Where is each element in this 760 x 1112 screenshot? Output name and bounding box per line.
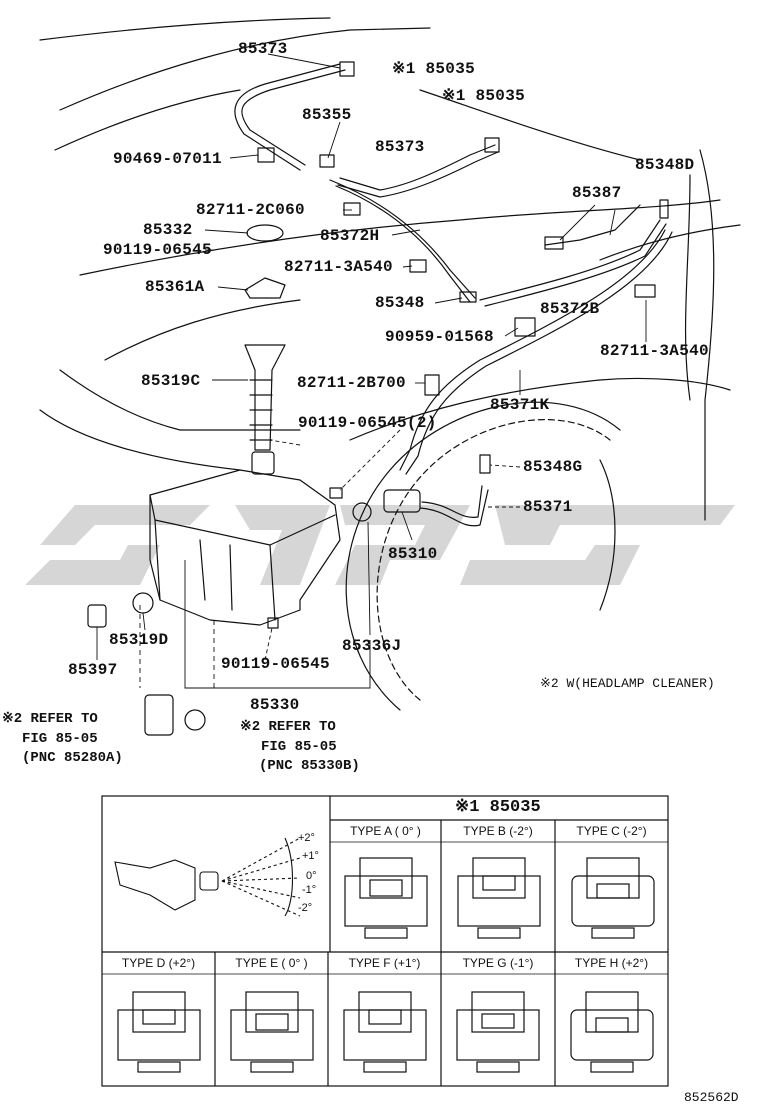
type-e-label: TYPE E ( 0° ) (235, 956, 308, 970)
angle-plus2: +2° (298, 832, 315, 844)
hood-outline (39, 17, 331, 41)
callout-85371K: 85371K (490, 396, 550, 414)
callout-82711-3A540-b: 82711-3A540 (600, 342, 709, 360)
callout-85310: 85310 (388, 545, 438, 563)
callout-85348D: 85348D (635, 156, 695, 174)
type-c-label: TYPE C (-2°) (576, 824, 647, 838)
callout-85361A: 85361A (145, 278, 205, 296)
hose-85372H (329, 179, 476, 299)
callout-82711-3A540-a: 82711-3A540 (284, 258, 393, 276)
watermark-logo (25, 505, 735, 585)
callout-85355: 85355 (302, 106, 352, 124)
callout-90119-06545-2: 90119-06545(2) (298, 414, 437, 432)
type-b-label: TYPE B (-2°) (463, 824, 533, 838)
hose-85373-upper (241, 69, 346, 166)
refer-left-line2: FIG 85-05 (22, 731, 98, 747)
callout-85387: 85387 (572, 184, 622, 202)
callout-85035-b: ※1 85035 (442, 87, 526, 105)
angle-0: 0° (306, 870, 317, 882)
washer-tank (149, 469, 341, 626)
callout-85348G: 85348G (523, 458, 583, 476)
drawing-code: 852562D (684, 1090, 739, 1105)
callout-90469-07011: 90469-07011 (113, 150, 222, 168)
angle-plus1: +1° (302, 850, 319, 862)
type-f-label: TYPE F (+1°) (348, 956, 421, 970)
callout-82711-2C060: 82711-2C060 (196, 201, 305, 219)
refer-left-line3: (PNC 85280A) (22, 750, 123, 766)
hose-85372B (479, 219, 661, 301)
table-header-85035: ※1 85035 (455, 798, 541, 817)
callout-85372H: 85372H (320, 227, 380, 245)
type-table (101, 795, 669, 1087)
refer-left-line1: ※2 REFER TO (2, 711, 98, 727)
refer-right-line2: FIG 85-05 (261, 739, 337, 755)
angle-minus1: -1° (302, 884, 317, 896)
hose-85371K (399, 229, 666, 471)
type-h-label: TYPE H (+2°) (574, 956, 649, 970)
nozzle-angle-diagram (114, 837, 301, 917)
callout-85035-a: ※1 85035 (392, 60, 476, 78)
type-d-label: TYPE D (+2°) (121, 956, 196, 970)
washer-pump (383, 489, 421, 513)
callout-85319C: 85319C (141, 372, 201, 390)
type-g-label: TYPE G (-1°) (462, 956, 534, 970)
refer-right-line1: ※2 REFER TO (240, 719, 336, 735)
callout-85373-mid: 85373 (375, 138, 425, 156)
callout-85319D: 85319D (109, 631, 169, 649)
callout-90959-01568: 90959-01568 (385, 328, 494, 346)
callout-85371: 85371 (523, 498, 573, 516)
callout-85330: 85330 (250, 696, 300, 714)
callout-82711-2B700: 82711-2B700 (297, 374, 406, 392)
callout-85332: 85332 (143, 221, 193, 239)
type-a-label: TYPE A ( 0° ) (350, 824, 421, 838)
callout-90119-06545-a: 90119-06545 (103, 241, 212, 259)
callout-85397: 85397 (68, 661, 118, 679)
filler-neck (244, 344, 286, 451)
connector-drawings (117, 857, 655, 1073)
callout-85373-upper: 85373 (238, 40, 288, 58)
angle-minus2: -2° (298, 902, 313, 914)
callout-90119-06545-b: 90119-06545 (221, 655, 330, 673)
callout-85348: 85348 (375, 294, 425, 312)
refer-right-line3: (PNC 85330B) (259, 758, 360, 774)
callout-85336J: 85336J (342, 637, 402, 655)
headlamp-cleaner-note: ※2 W(HEADLAMP CLEANER) (540, 676, 715, 691)
wheel-arch (376, 419, 611, 701)
callout-85372B: 85372B (540, 300, 600, 318)
leader-lines (96, 53, 647, 689)
hose-85371 (419, 489, 489, 527)
